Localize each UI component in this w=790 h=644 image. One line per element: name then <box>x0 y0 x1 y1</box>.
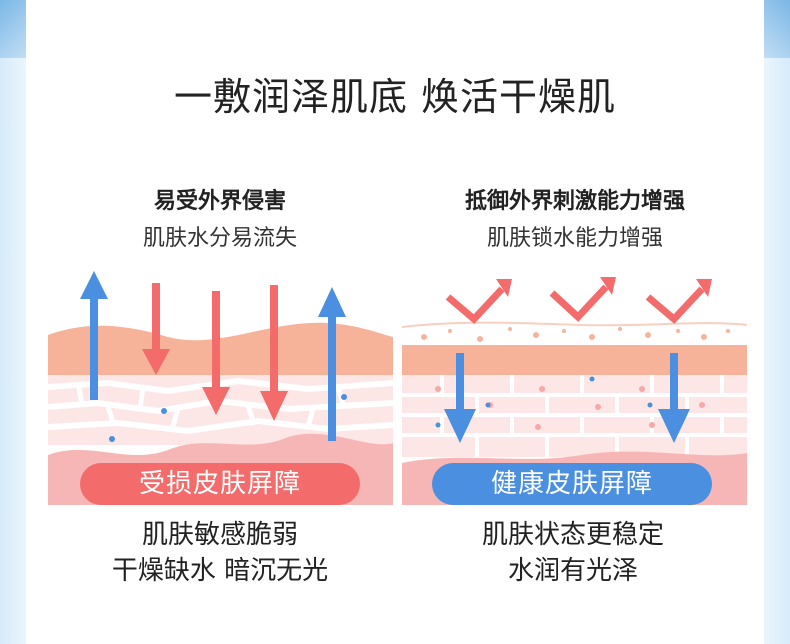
healthy-caption: 肌肤状态更稳定 水润有光泽 <box>393 517 753 589</box>
water-lock-arrow-left <box>444 353 476 443</box>
water-loss-arrow-left <box>80 271 108 400</box>
aggressor-arrow-3 <box>260 285 288 421</box>
damaged-panel-header: 易受外界侵害 肌肤水分易流失 <box>40 185 400 257</box>
deflected-aggressor-arrow-2 <box>549 284 609 322</box>
damaged-subheading: 肌肤水分易流失 <box>142 226 297 251</box>
damaged-caption: 肌肤敏感脆弱 干燥缺水 暗沉无光 <box>40 517 400 589</box>
right-edge-decoration <box>764 0 790 644</box>
deflected-aggressor-arrow-1 <box>445 286 505 324</box>
healthy-caption-line-1: 肌肤状态更稳定 <box>481 520 664 550</box>
deflected-aggressor-arrow-3 <box>645 286 705 324</box>
aggressor-arrow-1 <box>142 283 170 375</box>
water-loss-arrow-right <box>318 287 346 441</box>
healthy-caption-line-2: 水润有光泽 <box>507 556 638 586</box>
healthy-heading: 抵御外界刺激能力增强 <box>464 189 685 214</box>
damaged-heading: 易受外界侵害 <box>153 189 286 214</box>
left-edge-decoration <box>0 0 26 644</box>
healthy-subheading: 肌肤锁水能力增强 <box>486 226 663 251</box>
top-left-corner-decoration <box>0 0 26 58</box>
aggressor-arrow-2 <box>202 291 230 415</box>
damaged-caption-line-2: 干燥缺水 暗沉无光 <box>111 556 329 586</box>
skin-surface-layer <box>48 322 393 375</box>
water-lock-arrow-right <box>658 353 690 443</box>
page-title: 一敷润泽肌底 焕活干燥肌 <box>173 75 617 119</box>
damaged-caption-line-1: 肌肤敏感脆弱 <box>141 520 298 550</box>
healthy-barrier-badge: 健康皮肤屏障 <box>432 463 712 505</box>
skin-surface-layer <box>402 345 747 375</box>
protective-film-dots <box>421 327 730 342</box>
top-right-corner-decoration <box>764 0 790 58</box>
healthy-panel-header: 抵御外界刺激能力增强 肌肤锁水能力增强 <box>395 185 755 257</box>
damaged-barrier-badge: 受损皮肤屏障 <box>80 463 360 505</box>
